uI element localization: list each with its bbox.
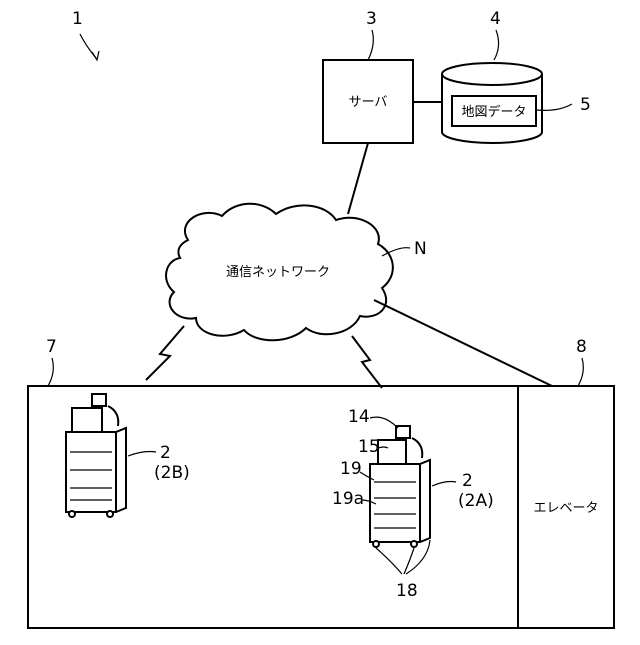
server-ref-leader: [368, 30, 373, 60]
map-data-label: 地図データ: [461, 104, 526, 120]
network-label: 通信ネットワーク: [226, 265, 330, 280]
server-label: サーバ: [349, 95, 388, 110]
robot-2b-ref-label: 2: [160, 443, 171, 463]
sensor-ref-leader: [370, 417, 398, 428]
network-elevator-connection: [374, 300, 552, 386]
robot-2a-display: [378, 440, 406, 464]
robot-2b-ref-leader: [128, 452, 156, 457]
wheels-ref-leader: [406, 540, 430, 574]
robot-2a-ref-leader: [432, 482, 456, 487]
robot-2b-sensor: [92, 394, 106, 406]
robot-2b-arm: [108, 406, 118, 426]
system-ref-label: 1: [72, 9, 83, 29]
display-ref-label: 15: [358, 437, 380, 457]
elevator-label: エレベータ: [533, 501, 598, 516]
robot-2b-subref-label: (2B): [154, 463, 190, 483]
system-ref-arrowhead: [92, 51, 99, 60]
wireless-link-right: [352, 336, 382, 388]
robot-2b-wheel: [69, 511, 75, 517]
database-ref-leader: [494, 30, 499, 60]
body-ref-leader: [360, 472, 374, 480]
elevator-ref-leader: [578, 358, 583, 386]
map-data-ref-label: 5: [580, 95, 591, 115]
robot-2b-display: [72, 408, 102, 432]
wireless-link-left: [146, 326, 184, 380]
facility-ref-label: 7: [46, 337, 57, 357]
display-ref-leader: [378, 447, 388, 448]
robot-2a-wheel: [411, 541, 417, 547]
database-ref-label: 4: [490, 9, 501, 29]
network-ref-label: N: [414, 239, 427, 259]
robot-2b-wheel: [107, 511, 113, 517]
server-network-connection: [348, 143, 368, 214]
server-ref-label: 3: [366, 9, 377, 29]
body-ref-label: 19: [340, 459, 362, 479]
robot-2a-wheel: [373, 541, 379, 547]
wheels-ref-leader: [376, 548, 402, 574]
robot-2b: [66, 394, 126, 517]
elevator-ref-label: 8: [576, 337, 587, 357]
robot-2a-ref-label: 2: [462, 471, 473, 491]
robot-2a-arm: [412, 438, 422, 458]
wheels-ref-label: 18: [396, 581, 418, 601]
facility-ref-leader: [48, 358, 53, 386]
robot-2a-subref-label: (2A): [458, 491, 494, 511]
shelf-ref-label: 19a: [332, 489, 364, 509]
sensor-ref-label: 14: [348, 407, 370, 427]
database-cylinder: [442, 63, 542, 143]
